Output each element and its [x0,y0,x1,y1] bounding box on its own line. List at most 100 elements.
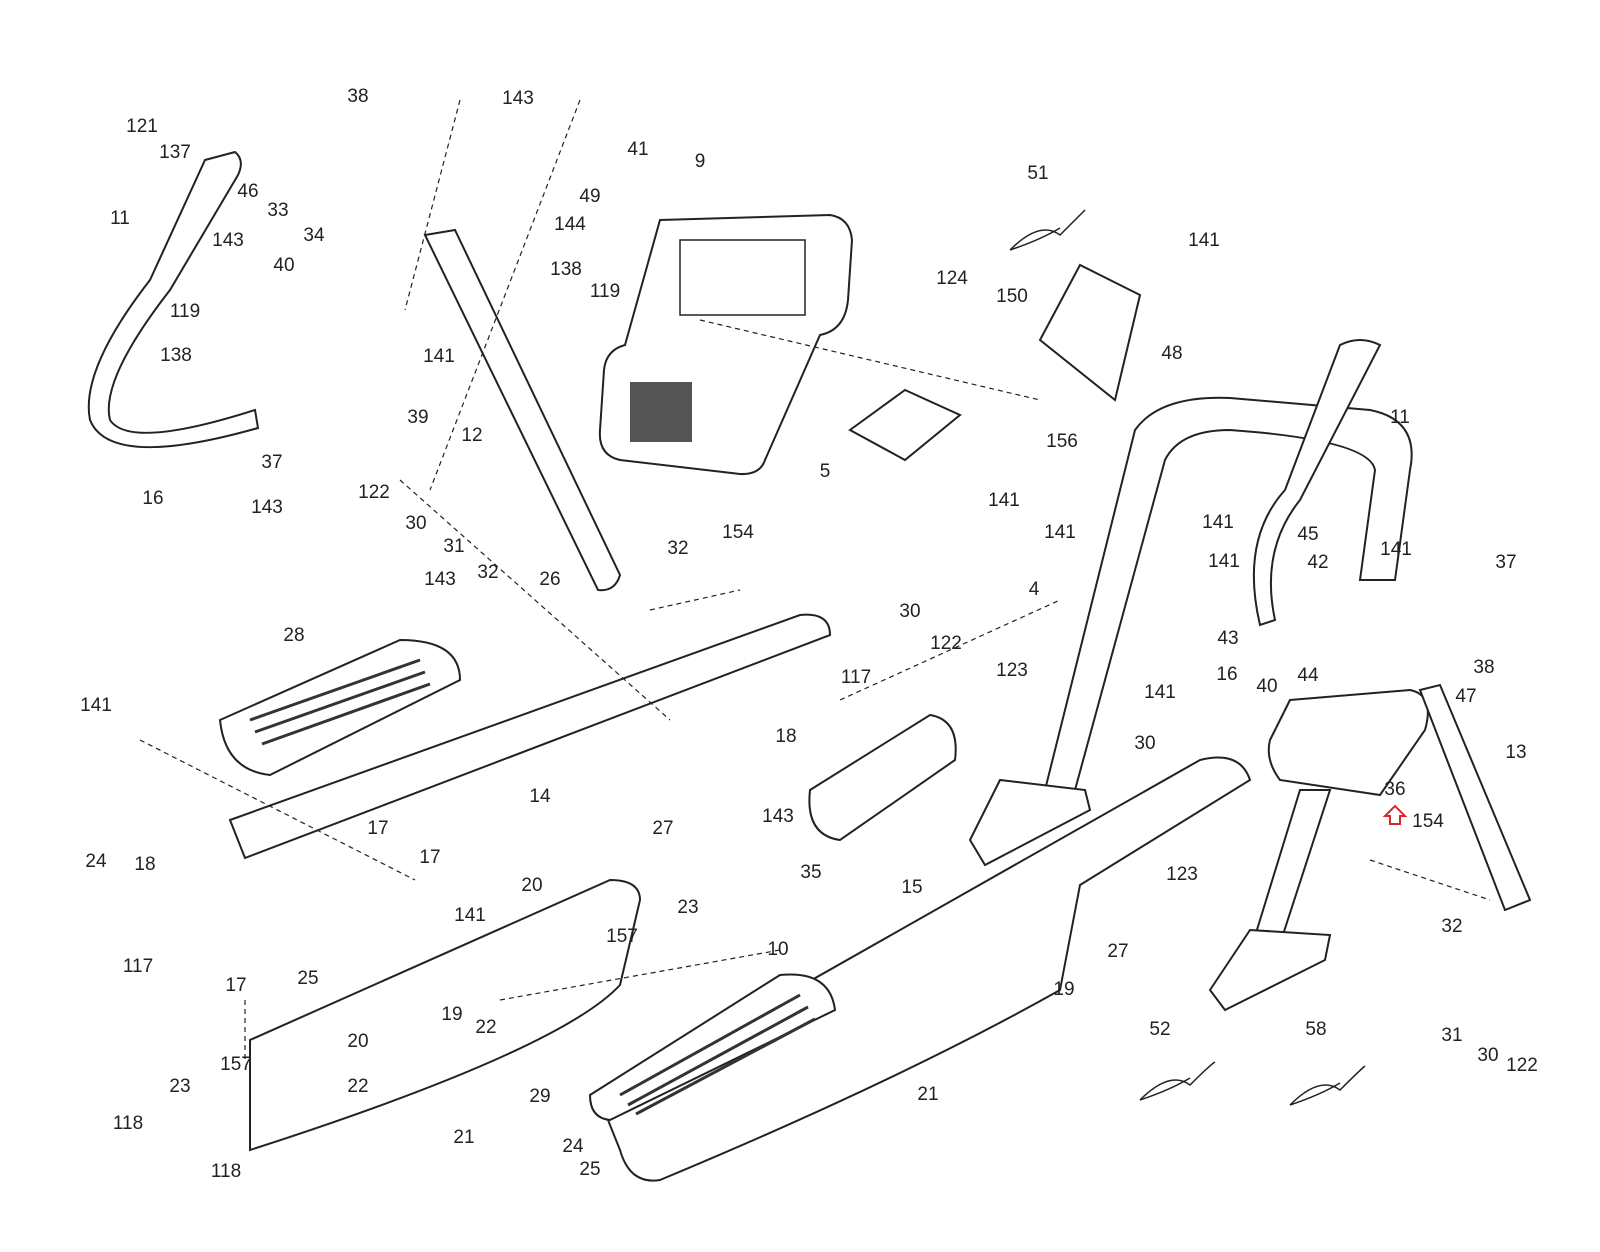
part-number-label: 123 [996,660,1028,681]
power-cord-part-52 [1139,1061,1216,1101]
part-number-label: 156 [1046,431,1078,452]
part-number-label: 138 [550,259,582,280]
pedal-29-grip [619,993,816,1116]
upper-arm-part-12 [423,228,622,592]
part-drawings [87,99,1532,1182]
part-number-label: 25 [579,1159,600,1180]
part-number-label: 25 [297,968,318,989]
part-number-label: 37 [1495,552,1516,573]
part-number-label: 13 [1505,742,1526,763]
part-number-label: 33 [267,200,288,221]
part-number-label: 141 [1208,551,1240,572]
part-number-label: 32 [667,538,688,559]
part-number-label: 117 [841,667,871,688]
grill-part-48 [1038,263,1142,402]
assembly-guide-lines [139,99,1491,1060]
part-number-label: 34 [303,225,325,246]
power-cord-part-51 [1009,209,1086,251]
part-number-label: 18 [775,726,796,747]
pedal-28-grip [249,658,431,746]
part-number-label: 42 [1307,552,1328,573]
part-number-label: 12 [461,425,482,446]
bracket-part-5 [848,388,962,462]
part-number-label: 32 [1441,916,1462,937]
part-number-label: 143 [251,497,283,518]
part-number-label: 38 [347,86,368,107]
part-number-label: 137 [159,142,191,163]
part-number-label: 48 [1161,343,1182,364]
part-number-label: 118 [211,1161,241,1182]
rail-part-15-21 [598,756,1252,1182]
part-number-label: 143 [212,230,244,251]
part-number-label: 5 [820,461,831,482]
part-number-label: 31 [443,536,464,557]
part-number-label: 28 [283,625,304,646]
part-number-label: 51 [1027,163,1048,184]
part-number-label: 23 [169,1076,190,1097]
part-number-label: 122 [358,482,390,503]
part-number-label: 4 [1029,579,1040,600]
part-number-label: 141 [423,346,455,367]
pedal-part-28 [218,638,462,777]
left-handle-part-11-16 [87,150,260,449]
part-number-label: 46 [237,181,258,202]
part-number-label: 37 [261,452,282,473]
part-number-label: 29 [529,1086,550,1107]
part-number-label: 22 [347,1076,368,1097]
console-screen [679,239,806,316]
part-number-label: 14 [529,786,551,807]
cover-part-35 [808,713,957,842]
part-number-label: 10 [767,939,788,960]
part-number-label: 119 [170,301,200,322]
part-number-label: 144 [554,214,586,235]
part-number-label: 157 [220,1054,252,1075]
part-number-label: 122 [930,633,962,654]
part-number-label: 21 [917,1084,938,1105]
part-number-label: 141 [454,905,486,926]
part-number-label: 52 [1149,1019,1170,1040]
part-number-label: 141 [1044,522,1076,543]
part-number-label: 49 [579,186,600,207]
part-number-label: 141 [1144,682,1176,703]
part-number-label: 17 [225,975,246,996]
part-number-label: 123 [1166,864,1198,885]
rear-leg-part-13 [1418,683,1532,912]
rail-part-19-21 [249,878,642,1152]
part-number-label: 138 [160,345,192,366]
part-number-label: 16 [1216,664,1237,685]
console-speaker-grill [630,382,692,442]
part-number-label: 117 [123,956,153,977]
up-arrow-outline-icon [1382,804,1408,825]
part-number-label: 19 [441,1004,462,1025]
part-number-label: 40 [273,255,294,276]
part-number-label: 31 [1441,1025,1462,1046]
part-number-label: 119 [590,281,620,302]
part-number-label: 20 [347,1031,368,1052]
part-number-label: 11 [1390,407,1410,428]
part-number-label: 41 [627,139,648,160]
part-number-label: 143 [762,806,794,827]
right-handle-part-11 [1252,339,1382,627]
part-number-label: 27 [652,818,673,839]
part-number-label: 30 [899,601,920,622]
part-number-label: 38 [1473,657,1494,678]
part-number-label: 121 [126,116,158,137]
frame-base-right [1208,928,1332,1012]
part-number-label: 30 [405,513,426,534]
part-number-label: 17 [419,847,440,868]
part-number-label: 36 [1384,779,1405,800]
part-number-label: 19 [1053,979,1074,1000]
part-number-label: 22 [475,1017,496,1038]
part-number-label: 47 [1455,686,1476,707]
part-number-label: 9 [695,151,706,172]
pedal-arm-part-14 [228,613,832,860]
part-number-label: 118 [113,1113,143,1134]
part-number-label: 154 [722,522,754,543]
part-number-label: 23 [677,897,698,918]
part-number-label: 32 [477,562,498,583]
frame-base-left [968,778,1092,867]
part-number-label: 11 [110,208,130,229]
part-number-label: 122 [1506,1055,1538,1076]
